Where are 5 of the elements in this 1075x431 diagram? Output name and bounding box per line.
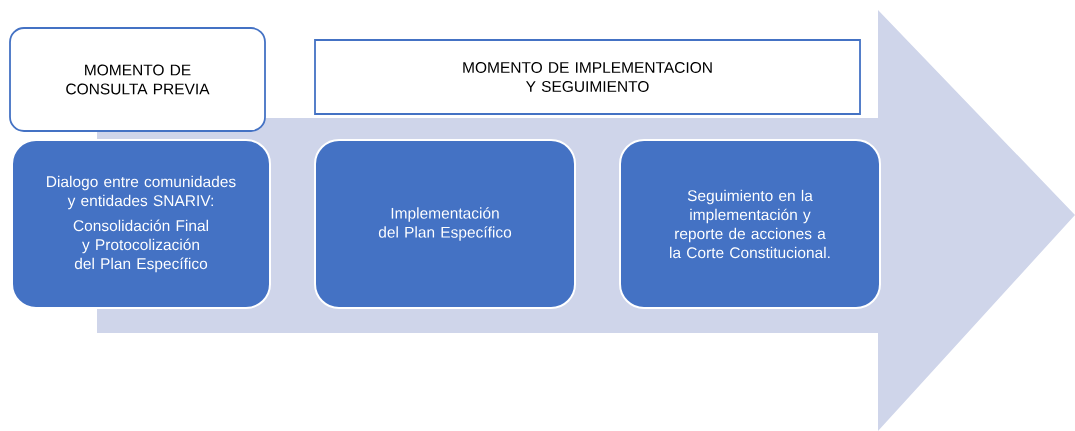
header-box: MOMENTO DE CONSULTA PREVIA	[9, 27, 266, 132]
step-box: Dialogo entre comunidades y entidades SNARIV: Consolidación Final y Protocolización del Plan Específico	[11, 139, 271, 309]
step-box: Seguimiento en la implementación y reporte de acciones a la Corte Constitucional.	[619, 139, 881, 309]
header-box: MOMENTO DE IMPLEMENTACION Y SEGUIMIENTO	[314, 39, 861, 115]
step-box: Implementación del Plan Específico	[314, 139, 576, 309]
